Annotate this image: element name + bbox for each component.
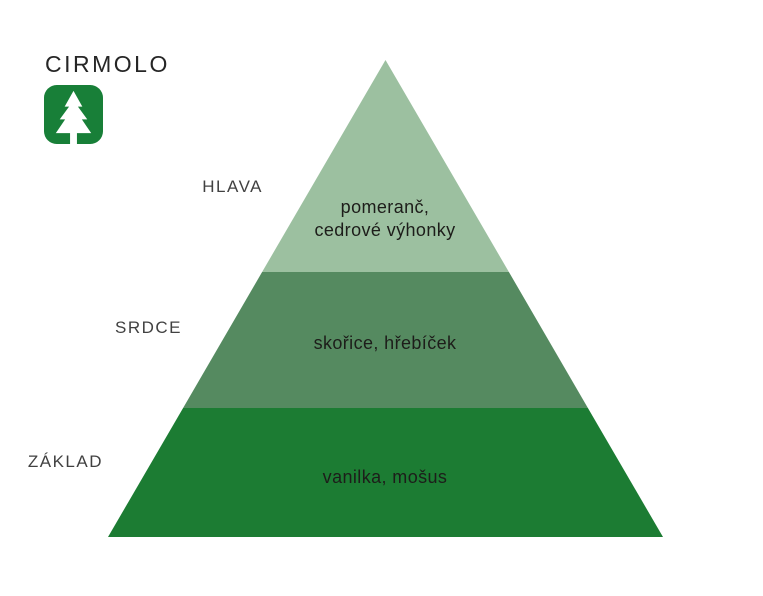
layer-notes-middle: skořice, hřebíček xyxy=(313,333,457,353)
layer-notes-bottom: vanilka, mošus xyxy=(322,467,448,487)
pyramid-bottom-layer xyxy=(108,408,663,537)
layer-notes-top: pomeranč, cedrové výhonky xyxy=(314,197,456,240)
layer-label-srdce: SRDCE xyxy=(114,318,182,337)
pine-tree-icon xyxy=(44,85,103,144)
brand-name: CIRMOLO xyxy=(45,51,170,77)
pine-tree-shape xyxy=(55,90,92,144)
layer-label-zaklad: ZÁKLAD xyxy=(27,452,103,471)
pyramid-middle-layer xyxy=(183,272,588,408)
layer-label-hlava: HLAVA xyxy=(202,177,263,196)
pyramid-top-layer xyxy=(262,60,509,272)
